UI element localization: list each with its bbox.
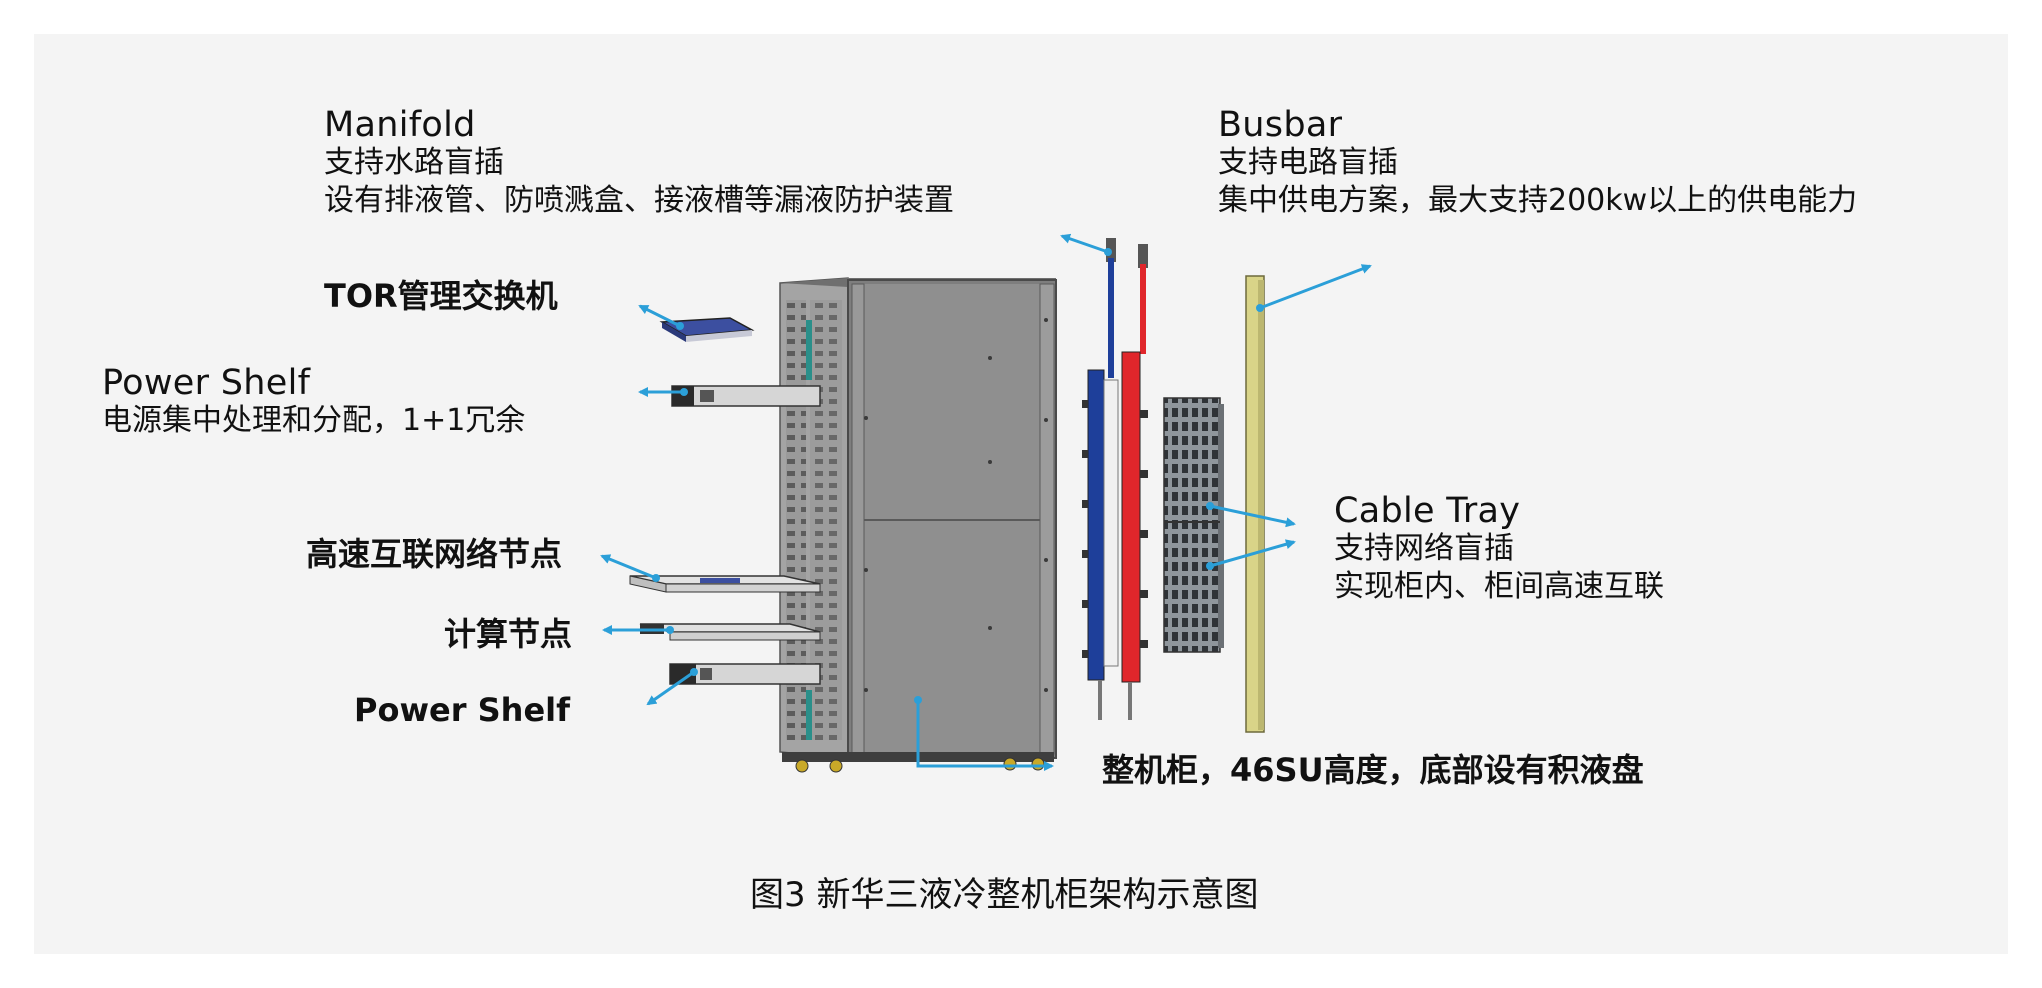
- manifold: [1082, 238, 1148, 720]
- busbar-line2: 集中供电方案，最大支持200kw以上的供电能力: [1218, 183, 1858, 218]
- power-shelf-top-line1: 电源集中处理和分配，1+1冗余: [102, 403, 526, 438]
- arrow-cable-tray-lower: [1209, 539, 1296, 568]
- cabinet-left-rail: [851, 283, 865, 755]
- caster: [795, 759, 809, 773]
- manifold-blue-supply: [1108, 258, 1114, 378]
- arrow-cable-tray-upper: [1209, 504, 1296, 528]
- arrow-interconnect-node: [600, 554, 657, 580]
- arrow-busbar: [1259, 264, 1372, 310]
- cabinet-rivets: [864, 318, 1048, 692]
- manifold-blue-bar: [1087, 369, 1105, 681]
- manifold-quick-connectors: [1082, 400, 1148, 658]
- manifold-white-bar: [1103, 379, 1119, 667]
- power-shelf-top-unit: [671, 385, 821, 407]
- cabinet: [779, 277, 1057, 773]
- caster: [1003, 757, 1017, 771]
- interconnect-node-label: 高速互联网络节点: [306, 535, 563, 573]
- cabinet-teal-accent: [806, 690, 812, 740]
- cable-tray-title: Cable Tray: [1334, 491, 1521, 531]
- manifold-red-bar: [1121, 351, 1141, 683]
- compute-node-label: 计算节点: [444, 615, 573, 653]
- power-shelf-top-title: Power Shelf: [102, 363, 311, 403]
- busbar: [1245, 275, 1265, 733]
- cable-tray: [1163, 397, 1224, 653]
- manifold-line2: 设有排液管、防喷溅盒、接液槽等漏液防护装置: [324, 183, 954, 218]
- cabinet-label: 整机柜，46SU高度，底部设有积液盘: [1102, 751, 1644, 789]
- caster: [1031, 757, 1045, 771]
- tor-switch-label: TOR管理交换机: [324, 277, 558, 315]
- busbar-line1: 支持电路盲插: [1218, 145, 1398, 180]
- callout-arrows: [600, 233, 1372, 771]
- power-shelf-bottom-label: Power Shelf: [354, 691, 571, 729]
- tor-switch: [659, 317, 755, 342]
- manifold-title: Manifold: [324, 105, 476, 145]
- figure-caption: 图3 新华三液冷整机柜架构示意图: [750, 875, 1259, 915]
- arrow-cabinet: [916, 700, 1054, 771]
- cabinet-teal-accent: [806, 320, 812, 380]
- manifold-line1: 支持水路盲插: [324, 145, 504, 180]
- cable-tray-line1: 支持网络盲插: [1334, 531, 1514, 566]
- cabinet-right-rail: [1039, 283, 1055, 755]
- cable-tray-line2: 实现柜内、柜间高速互联: [1334, 569, 1664, 604]
- power-shelf-bottom-unit: [669, 663, 821, 685]
- busbar-title: Busbar: [1218, 105, 1343, 145]
- manifold-red-return: [1140, 264, 1146, 354]
- arrow-anchor-dots: [652, 248, 1264, 704]
- arrow-tor: [638, 304, 681, 328]
- caster: [829, 759, 843, 773]
- arrow-manifold: [1060, 233, 1109, 254]
- arrow-power-shelf-bottom: [646, 670, 695, 706]
